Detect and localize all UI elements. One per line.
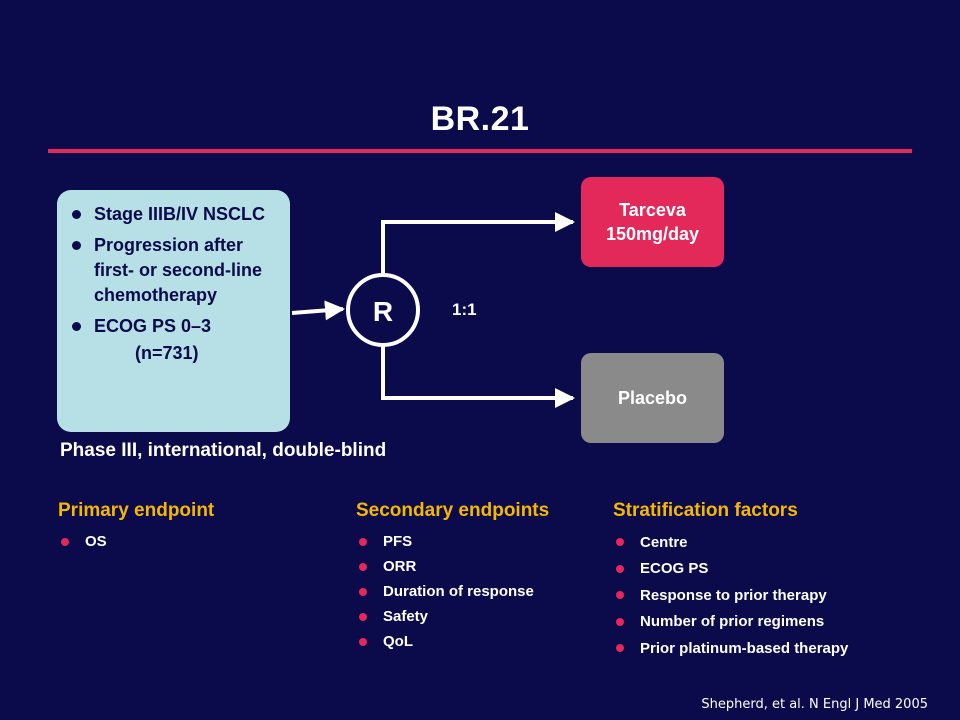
eligibility-box: Stage IIIB/IV NSCLC Progression after fi… — [57, 190, 290, 432]
list-item-text: QoL — [383, 633, 413, 650]
list-item: Safety — [356, 604, 549, 629]
input-arrow — [291, 300, 345, 321]
sample-size: (n=731) — [135, 343, 199, 363]
bullet-icon — [616, 538, 624, 547]
list-item-text: Prior platinum-based therapy — [640, 639, 849, 657]
randomization-ratio: 1:1 — [452, 300, 477, 319]
title-underline — [48, 149, 912, 153]
list-item: Number of prior regimens — [613, 609, 848, 636]
list-item-text: PFS — [383, 533, 413, 550]
bullet-icon — [359, 537, 367, 546]
list-item: ORR — [356, 554, 549, 579]
list-item: PFS — [356, 529, 549, 554]
arrow-to-tarceva — [381, 212, 575, 274]
list-item: OS — [58, 529, 214, 554]
bullet-icon — [616, 591, 624, 600]
slide-title: BR.21 — [430, 100, 530, 138]
criteria-item: ECOG PS 0–3 — [72, 314, 280, 339]
bullet-icon — [72, 210, 81, 219]
bullet-icon — [61, 537, 69, 546]
list-item-text: Number of prior regimens — [640, 613, 825, 631]
list-item: Duration of response — [356, 579, 549, 604]
list-item-text: ORR — [383, 558, 417, 575]
phase-label: Phase III, international, double-blind — [60, 440, 387, 461]
criteria-item: Stage IIIB/IV NSCLC — [72, 202, 280, 227]
primary-endpoint-section: Primary endpoint OS — [58, 500, 214, 554]
list-item-text: OS — [85, 533, 107, 550]
bullet-icon — [359, 562, 367, 571]
bullet-icon — [359, 637, 367, 646]
list-item: Prior platinum-based therapy — [613, 635, 848, 662]
placebo-arm-box: Placebo — [581, 353, 724, 443]
tarceva-arm-box: Tarceva 150mg/day — [581, 177, 724, 267]
list-item-text: ECOG PS — [640, 560, 709, 578]
secondary-endpoints-section: Secondary endpoints PFS ORR Duration of … — [356, 500, 549, 654]
list-item-text: Response to prior therapy — [640, 586, 827, 604]
list-item: QoL — [356, 629, 549, 654]
list-item-text: Duration of response — [383, 583, 534, 600]
bullet-icon — [72, 241, 81, 250]
list-item: ECOG PS — [613, 556, 848, 583]
arrow-to-placebo — [381, 346, 575, 408]
criteria-item: Progression after first- or second-line … — [72, 233, 280, 308]
criteria-text: Stage IIIB/IV NSCLC — [94, 204, 266, 224]
stratification-heading: Stratification factors — [613, 500, 798, 521]
criteria-text: ECOG PS 0–3 — [94, 316, 212, 336]
criteria-text: Progression after first- or second-line … — [94, 235, 263, 305]
list-item-text: Safety — [383, 608, 429, 625]
bullet-icon — [616, 617, 624, 626]
list-item: Centre — [613, 529, 848, 556]
bullet-icon — [616, 644, 624, 653]
list-item-text: Centre — [640, 533, 688, 551]
bullet-icon — [359, 612, 367, 621]
randomization-symbol: R — [373, 296, 393, 327]
stratification-factors-section: Stratification factors Centre ECOG PS Re… — [613, 500, 848, 662]
list-item: Response to prior therapy — [613, 582, 848, 609]
randomization-circle — [346, 273, 420, 347]
citation: Shepherd, et al. N Engl J Med 2005 — [701, 697, 928, 712]
primary-endpoint-heading: Primary endpoint — [58, 500, 215, 521]
bullet-icon — [359, 587, 367, 596]
secondary-endpoints-heading: Secondary endpoints — [356, 500, 550, 521]
bullet-icon — [616, 564, 624, 573]
bullet-icon — [72, 322, 81, 331]
